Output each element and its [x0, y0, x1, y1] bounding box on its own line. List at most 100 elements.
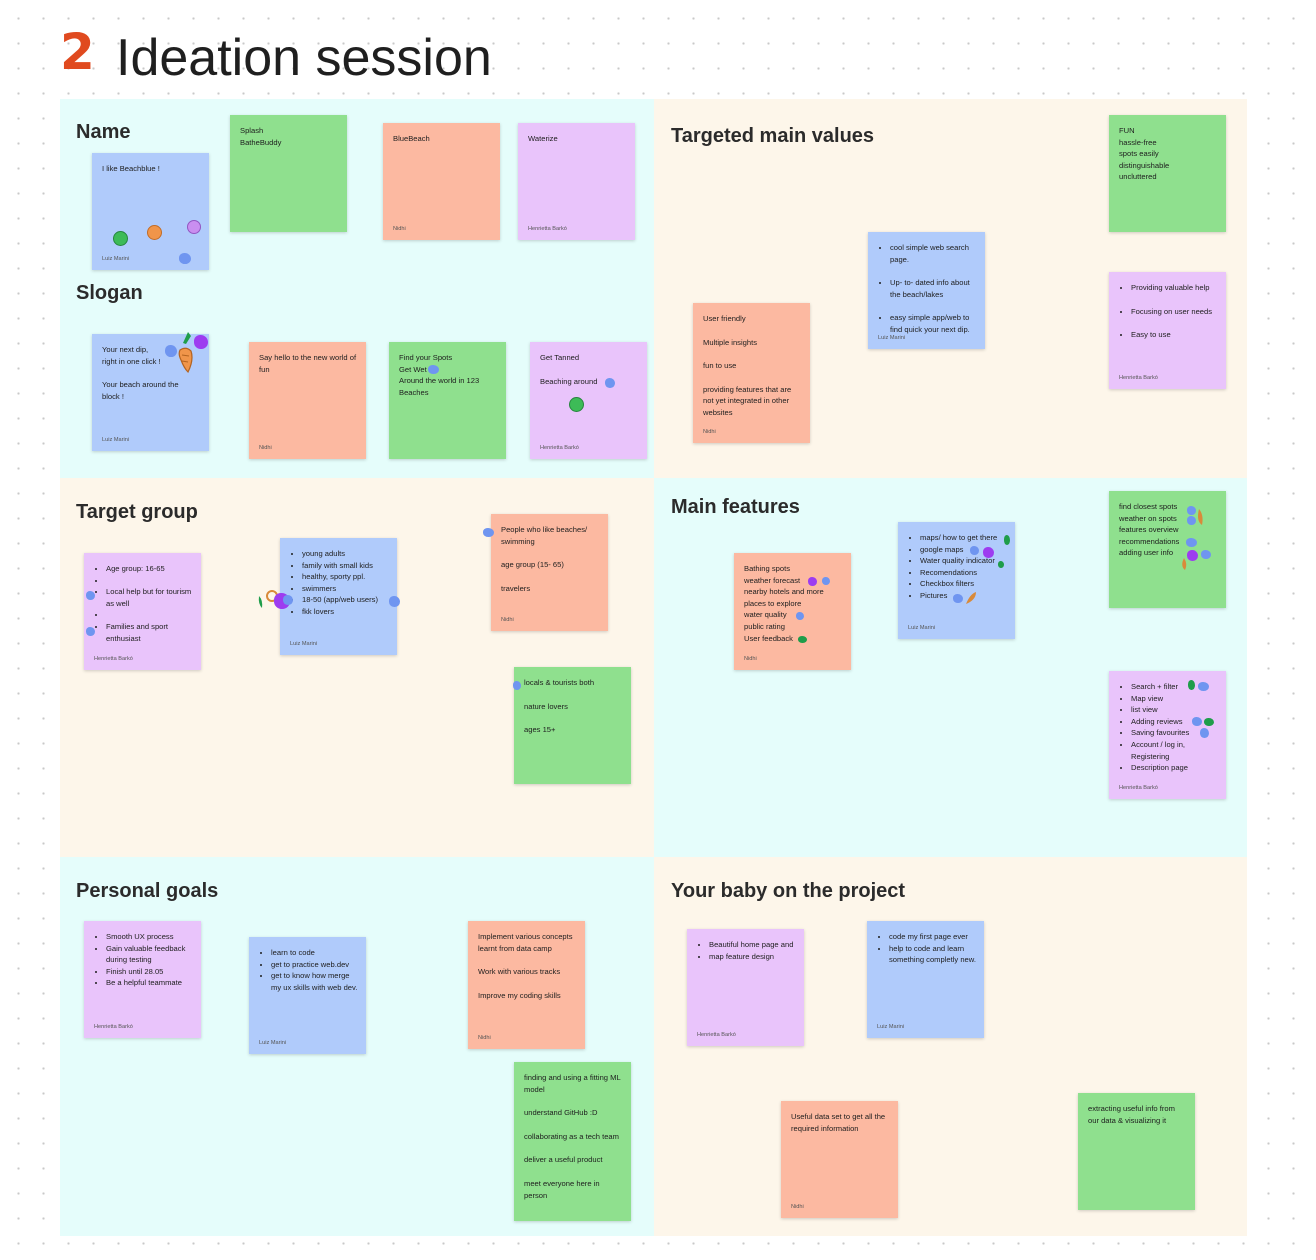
sticky-note-ux-process[interactable]: Smooth UX process Gain valuable feedback… [84, 921, 201, 1038]
sticky-note-implement-concepts[interactable]: Implement various concepts learnt from d… [468, 921, 585, 1049]
reaction-scribble-orange[interactable] [1193, 507, 1207, 527]
note-bullet: Families and sport enthusiast [106, 621, 193, 644]
note-bullet: swimmers [302, 583, 389, 595]
reaction-blob-green[interactable] [1004, 535, 1010, 545]
note-text: Work with various tracks [478, 967, 561, 977]
reaction-blob-blue[interactable] [165, 345, 177, 357]
reaction-scribble-green[interactable] [180, 330, 194, 346]
reaction-scribble-green[interactable] [257, 594, 265, 610]
note-author: Nidhi [478, 1035, 491, 1041]
reaction-blob-green[interactable] [798, 636, 807, 643]
note-line: find closest spots [1119, 502, 1178, 511]
note-text: People who like beaches/ swimming [501, 525, 588, 546]
vote-dot-orange[interactable] [147, 225, 162, 240]
vote-dot-green[interactable] [113, 231, 128, 246]
reaction-blob-blue[interactable] [428, 365, 439, 374]
reaction-blob-blue[interactable] [483, 528, 494, 537]
sticky-note-closest-spots[interactable]: find closest spots weather on spots feat… [1109, 491, 1226, 608]
reaction-blob-green[interactable] [998, 561, 1004, 568]
note-text: User friendly [703, 314, 746, 323]
reaction-blob-blue[interactable] [970, 546, 979, 555]
note-line: BatheBuddy [240, 137, 282, 147]
reaction-blob-blue[interactable] [389, 596, 400, 607]
sticky-note-user-friendly[interactable]: User friendly Multiple insights fun to u… [693, 303, 810, 443]
reaction-blob-blue[interactable] [1200, 728, 1209, 738]
sticky-note-say-hello[interactable]: Say hello to the new world of fun Nidhi [249, 342, 366, 459]
note-text: Get Tanned [540, 353, 580, 362]
reaction-blob-blue[interactable] [1198, 682, 1209, 691]
sticky-note-find-spots[interactable]: Find your Spots Get Wet Around the world… [389, 342, 506, 459]
sticky-note-useful-data[interactable]: Useful data set to get all the required … [781, 1101, 898, 1218]
sticky-note-first-page[interactable]: code my first page ever help to code and… [867, 921, 984, 1038]
note-bullet: map feature design [709, 951, 796, 963]
note-bullet: 18-50 (app/web users) [302, 594, 389, 606]
reaction-blob-purple[interactable] [1187, 550, 1198, 561]
carrot-sticker-icon[interactable] [176, 346, 196, 374]
note-author: Henrietta Barkó [94, 656, 133, 662]
note-text: deliver a useful product [524, 1155, 603, 1165]
reaction-blob-green[interactable] [1204, 718, 1214, 726]
section-title-name: Name [76, 121, 131, 143]
sticky-note-young-adults[interactable]: young adults family with small kids heal… [280, 538, 397, 655]
note-line: spots easily distinguishable [1119, 149, 1170, 170]
note-line: Splash [240, 126, 264, 135]
reaction-blob-blue[interactable] [283, 595, 293, 605]
note-bullet: Checkbox filters [920, 578, 1007, 590]
note-bullet [106, 609, 193, 621]
note-bullet: healthy, sporty ppl. [302, 571, 389, 583]
note-text: Multiple insights [703, 337, 758, 347]
sticky-note-age-group[interactable]: Age group: 16-65 Local help but for tour… [84, 553, 201, 670]
reaction-blob-purple[interactable] [194, 335, 208, 349]
sticky-note-ml-model[interactable]: finding and using a fitting ML model und… [514, 1062, 631, 1221]
reaction-blob-purple[interactable] [808, 577, 817, 586]
sticky-note-beachblue[interactable]: I like Beachblue ! Luiz Marini [92, 153, 209, 270]
reaction-blob-blue[interactable] [796, 612, 804, 620]
sticky-note-fun[interactable]: FUN hassle-free spots easily distinguish… [1109, 115, 1226, 232]
note-bullet: fkk lovers [302, 606, 389, 618]
sticky-note-web-search[interactable]: cool simple web search page. Up- to- dat… [868, 232, 985, 349]
reaction-blob-blue[interactable] [822, 577, 830, 585]
reaction-scribble-orange[interactable] [964, 590, 978, 606]
sticky-note-beach-people[interactable]: People who like beaches/ swimming age gr… [491, 514, 608, 631]
sticky-note-splash[interactable]: Splash BatheBuddy [230, 115, 347, 232]
sticky-note-valuable-help[interactable]: Providing valuable help Focusing on user… [1109, 272, 1226, 389]
sticky-note-home-page[interactable]: Beautiful home page and map feature desi… [687, 929, 804, 1046]
sticky-note-learn-code[interactable]: learn to code get to practice web.dev ge… [249, 937, 366, 1054]
note-line: weather forecast [744, 575, 801, 585]
reaction-blob-purple[interactable] [983, 547, 994, 558]
note-bullet: code my first page ever [889, 931, 976, 943]
note-line: Get Wet [399, 364, 427, 374]
note-bullet: Finish until 28.05 [106, 966, 193, 978]
reaction-blob-blue[interactable] [1192, 717, 1202, 726]
sticky-note-locals-tourists[interactable]: locals & tourists both nature lovers age… [514, 667, 631, 784]
note-text: travelers [501, 583, 531, 593]
reaction-blob-blue[interactable] [86, 591, 95, 600]
note-author: Luiz Marini [259, 1040, 287, 1046]
section-title-target-group: Target group [76, 501, 198, 523]
reaction-blob-blue[interactable] [86, 627, 95, 636]
note-bullet: young adults [302, 548, 389, 560]
reaction-blob-blue[interactable] [513, 681, 521, 690]
sticky-note-bluebeach[interactable]: BlueBeach Nidhi [383, 123, 500, 240]
reaction-blob-blue[interactable] [179, 253, 191, 264]
reaction-blob-blue[interactable] [953, 594, 963, 603]
reaction-scribble-orange[interactable] [1178, 556, 1190, 572]
sticky-note-maps[interactable]: maps/ how to get there google maps Water… [898, 522, 1015, 639]
reaction-blob-blue[interactable] [1186, 538, 1197, 547]
sticky-note-extracting-info[interactable]: extracting useful info from our data & v… [1078, 1093, 1195, 1210]
note-author: Luiz Marini [877, 1024, 905, 1030]
reaction-blob-blue[interactable] [1187, 516, 1196, 525]
note-line: Your beach around the block ! [102, 380, 179, 401]
reaction-blob-green[interactable] [1188, 680, 1195, 690]
reaction-blob-blue[interactable] [605, 378, 615, 388]
vote-dot-violet[interactable] [187, 220, 201, 234]
sticky-note-get-tanned[interactable]: Get Tanned Beaching around Henrietta Bar… [530, 342, 647, 459]
note-line: hassle-free [1119, 137, 1157, 147]
reaction-blob-blue[interactable] [1201, 550, 1211, 559]
note-author: Henrietta Barkó [1119, 375, 1158, 381]
vote-dot-green[interactable] [569, 397, 584, 412]
sticky-note-bathing-spots[interactable]: Bathing spots weather forecast nearby ho… [734, 553, 851, 670]
reaction-blob-blue[interactable] [1187, 506, 1196, 515]
note-line: Find your Spots [399, 353, 453, 362]
sticky-note-waterize[interactable]: Waterize Henrietta Barkó [518, 123, 635, 240]
